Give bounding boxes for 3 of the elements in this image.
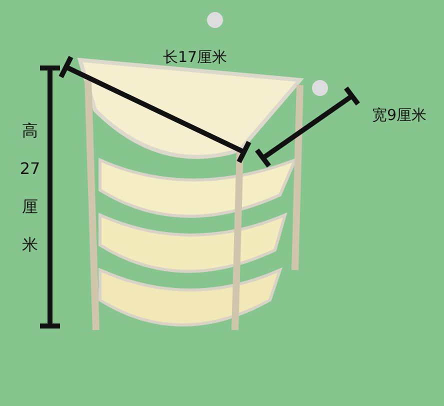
dimension-label: 长17厘米: [163, 48, 228, 67]
dimension-label: 高27厘米: [18, 120, 42, 256]
dimension-label: 宽9厘米: [372, 106, 427, 125]
